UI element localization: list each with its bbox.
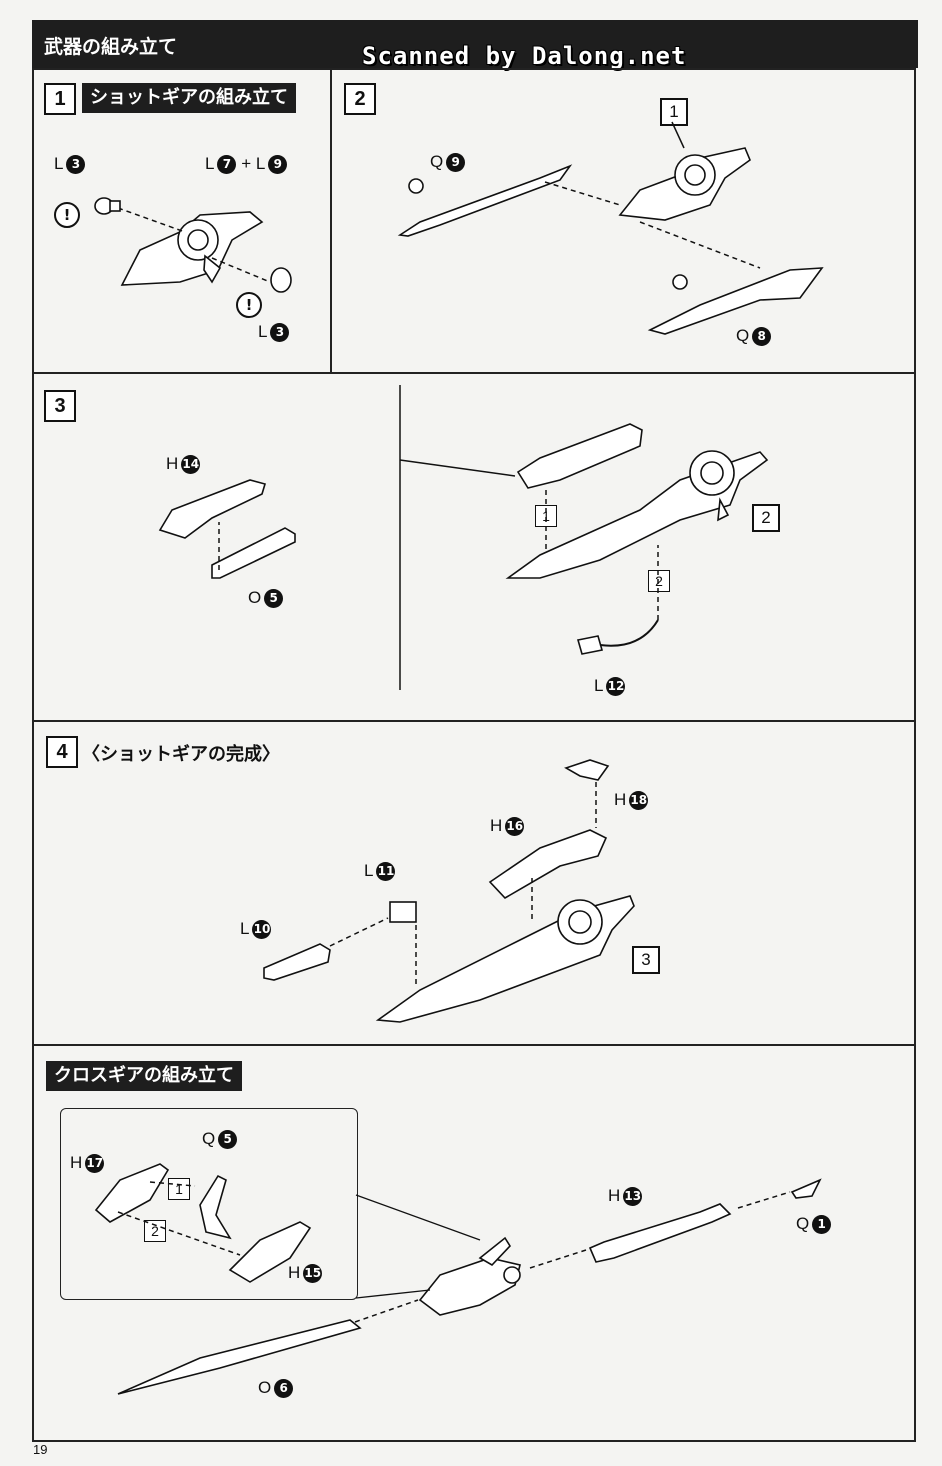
part-l12-cable: [576, 635, 604, 655]
page-number: 19: [33, 1442, 48, 1457]
part-q5-claw: [199, 1174, 232, 1240]
substep-1: 1: [168, 1178, 190, 1200]
part-l3-cap: [270, 267, 292, 293]
sub-assembly-box: [60, 1108, 358, 1300]
part-l11-sleeve: [389, 901, 417, 923]
substep-2: 2: [648, 570, 670, 592]
part-o5-rail: [211, 527, 296, 579]
part-number-badge: 6: [274, 1379, 294, 1399]
part-number-badge: 1: [812, 1215, 832, 1235]
assembly-arrow: [354, 1299, 419, 1323]
assembly-arrow: [544, 181, 621, 206]
part-o6-blade: [117, 1319, 362, 1395]
part-number-badge: 5: [218, 1130, 238, 1150]
part-number-badge: 8: [752, 327, 772, 347]
part-l3-cap: [94, 197, 121, 215]
part-number-badge: 3: [66, 155, 86, 175]
step-1-title: ショットギアの組み立て: [82, 83, 296, 113]
assembly-arrow: [737, 1191, 791, 1209]
part-number-badge: 9: [268, 155, 288, 175]
caution-icon: !: [236, 292, 262, 318]
part-h14-cover-detail: [516, 423, 643, 489]
shot-gear-assembly: [618, 147, 751, 221]
assembly-arrow: [149, 1181, 196, 1187]
step-number-4: 4: [46, 736, 78, 768]
part-number-badge: 15: [303, 1264, 323, 1284]
assembly-arrow: [117, 1211, 241, 1256]
shot-gear-body: [120, 211, 264, 286]
assembly-arrow: [639, 221, 761, 269]
substep-2: 2: [144, 1220, 166, 1242]
part-h16-cover: [488, 829, 608, 900]
cross-gear-core: [418, 1257, 521, 1316]
part-h13-shaft: [588, 1203, 732, 1263]
part-number-badge: 18: [629, 791, 649, 811]
part-h18-sight: [564, 759, 610, 781]
step-number-2: 2: [344, 83, 376, 115]
step-reference-2: 2: [752, 504, 780, 532]
section-title: 武器の組み立て: [44, 36, 178, 58]
part-number-badge: 13: [623, 1187, 643, 1207]
scan-watermark: Scanned by Dalong.net: [362, 42, 687, 70]
assembly-arrow: [529, 1249, 587, 1269]
step-reference-3: 3: [632, 946, 660, 974]
part-number-badge: 14: [181, 455, 201, 475]
panel-cross-gear: [32, 1044, 916, 1442]
part-h17-frame: [94, 1163, 170, 1223]
assembly-arrow: [329, 917, 389, 947]
section-header: 武器の組み立て Scanned by Dalong.net: [32, 20, 918, 70]
part-number-badge: 9: [446, 153, 466, 173]
part-number-badge: 3: [270, 323, 290, 343]
part-h14-cover: [158, 479, 267, 539]
part-number-badge: 16: [505, 817, 525, 837]
part-h15-head: [228, 1221, 312, 1283]
cross-gear-title: クロスギアの組み立て: [46, 1061, 242, 1091]
caution-icon: !: [54, 202, 80, 228]
part-q8-blade: [647, 267, 824, 335]
part-number-badge: 5: [264, 589, 284, 609]
part-number-badge: 17: [85, 1154, 105, 1174]
step-number-1: 1: [44, 83, 76, 115]
part-q9-blade: [397, 164, 573, 237]
part-number-badge: 10: [252, 920, 272, 940]
part-l10-barrel: [263, 943, 331, 981]
part-number-badge: 11: [376, 862, 396, 882]
assembly-arrow: [211, 257, 271, 283]
step-4-title: 〈ショットギアの完成〉: [82, 744, 280, 765]
part-number-badge: 12: [606, 677, 626, 697]
assembly-arrow: [117, 207, 186, 233]
part-q1-tip: [790, 1178, 822, 1199]
step-number-3: 3: [44, 390, 76, 422]
part-number-badge: 7: [217, 155, 237, 175]
